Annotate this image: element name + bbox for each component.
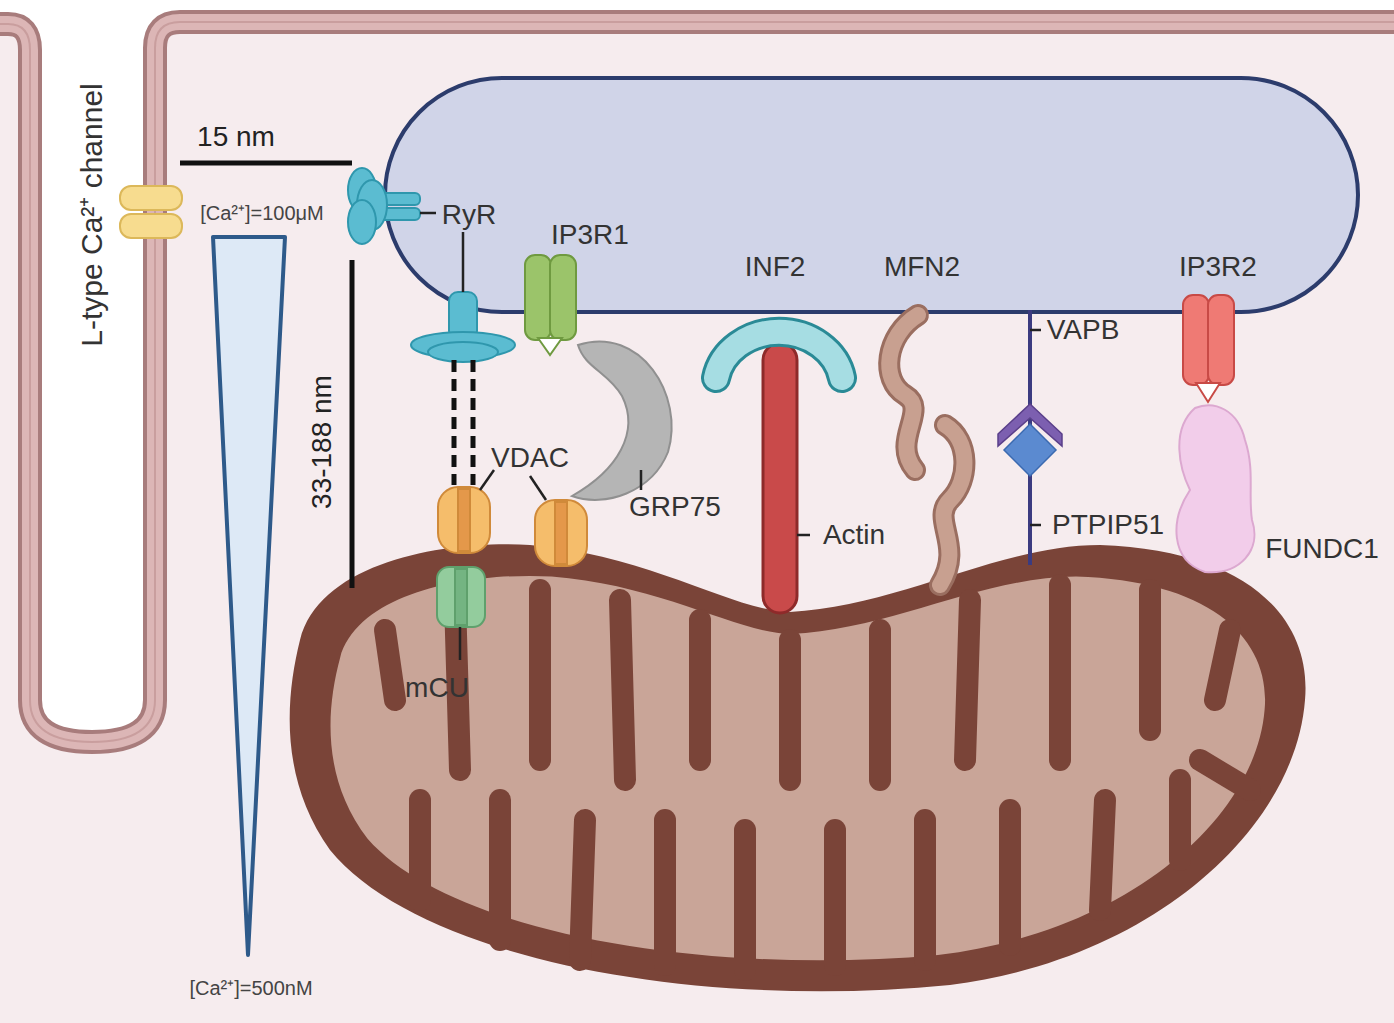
part-label: PTPIP51 — [1052, 511, 1164, 539]
part-label: [Ca²⁺]=500nM — [189, 978, 312, 998]
part-label: [Ca²⁺]=100μM — [200, 203, 324, 223]
part-label: RyR — [442, 201, 496, 229]
part-label: L-type Ca²⁺ channel — [77, 83, 107, 346]
part-label: INF2 — [745, 253, 806, 281]
part-label: IP3R1 — [551, 221, 629, 249]
part-label: 33-188 nm — [308, 375, 336, 509]
part-label: Actin — [823, 521, 885, 549]
part-label: VDAC — [491, 444, 569, 472]
part-label: VAPB — [1047, 316, 1120, 344]
part-label: 15 nm — [197, 123, 275, 151]
part-label: mCU — [405, 674, 469, 702]
part-label: MFN2 — [884, 253, 960, 281]
mitochondrion — [290, 544, 1306, 991]
part-label: IP3R2 — [1179, 253, 1257, 281]
part-label: FUNDC1 — [1265, 535, 1379, 563]
part-label: GRP75 — [629, 493, 721, 521]
